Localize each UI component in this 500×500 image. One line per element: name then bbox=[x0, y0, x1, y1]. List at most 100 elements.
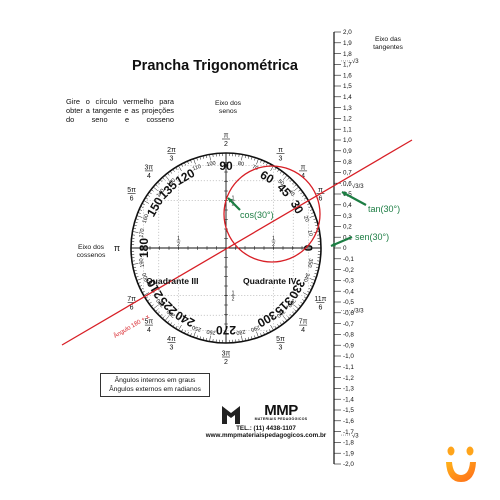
angle-line-label: Ângulo 180 + x bbox=[112, 313, 150, 339]
degree-tick bbox=[181, 329, 184, 332]
rotating-red-circle[interactable] bbox=[223, 165, 321, 263]
minor-degree-label: 20 bbox=[302, 215, 310, 223]
tangent-tick-label: -1,7 bbox=[343, 429, 354, 436]
tangent-tick-label: -1,1 bbox=[343, 364, 354, 371]
degree-tick bbox=[302, 194, 305, 197]
minor-degree-label: 250 bbox=[192, 324, 203, 333]
quadrant-iv-label: Quadrante IV bbox=[243, 276, 297, 286]
radian-denominator: 6 bbox=[318, 305, 322, 312]
degree-tick bbox=[309, 278, 316, 281]
degree-tick bbox=[135, 276, 139, 278]
minor-degree-label: 190 bbox=[139, 258, 147, 268]
radian-denominator: 2 bbox=[224, 359, 228, 366]
radian-numerator: π bbox=[224, 133, 229, 140]
degree-tick bbox=[300, 301, 304, 305]
instructions: Gire o círculo vermelho para obter a tan… bbox=[66, 97, 174, 124]
degree-tick bbox=[145, 197, 149, 200]
brand-tagline: MATERIAIS PEDAGÓGICOS bbox=[254, 417, 308, 421]
degree-tick bbox=[199, 336, 201, 340]
tangent-tick-label: -2,0 bbox=[343, 461, 354, 468]
degree-tick bbox=[256, 331, 259, 338]
radian-numerator: 3π bbox=[222, 351, 231, 358]
tangent-tick-label: 0,2 bbox=[343, 224, 352, 231]
degree-tick bbox=[178, 324, 182, 331]
tangent-tick-label: 0,7 bbox=[343, 170, 352, 177]
tangent-tick-label: -1,3 bbox=[343, 386, 354, 393]
degree-tick bbox=[254, 335, 256, 339]
sine-axis-label: Eixo dos senos bbox=[214, 100, 242, 115]
degree-tick bbox=[132, 263, 139, 265]
tangent-tick-label: 1,1 bbox=[343, 126, 352, 133]
radian-denominator: 3 bbox=[279, 156, 283, 163]
minor-degree-label: 140 bbox=[156, 188, 167, 199]
radian-label: π bbox=[114, 243, 120, 253]
minor-degree-label: 230 bbox=[166, 308, 177, 319]
radian-label: 2π3 bbox=[167, 147, 176, 163]
degree-tick bbox=[294, 184, 297, 187]
degree-tick bbox=[155, 309, 158, 312]
radian-numerator: π bbox=[301, 164, 306, 171]
degree-tick bbox=[241, 154, 243, 161]
degree-tick bbox=[311, 282, 315, 284]
degree-tick bbox=[248, 155, 250, 159]
degree-tick bbox=[193, 331, 196, 338]
degree-tick bbox=[287, 177, 290, 180]
radian-denominator: 6 bbox=[130, 305, 134, 312]
degree-tick bbox=[132, 231, 139, 233]
degree-tick bbox=[142, 290, 145, 293]
minor-degree-label: 130 bbox=[166, 178, 177, 189]
degree-tick bbox=[270, 324, 274, 331]
fraction-denominator: 2 bbox=[232, 297, 235, 303]
projection-grid bbox=[143, 165, 309, 331]
mmp-logo-icon bbox=[222, 406, 240, 424]
degree-tick bbox=[147, 299, 150, 302]
brand-phone: TEL.: (11) 4438-1107 bbox=[236, 425, 296, 432]
half-fraction: 12 bbox=[231, 291, 235, 303]
fraction-denominator: 2 bbox=[177, 242, 180, 248]
degree-tick bbox=[268, 329, 271, 332]
degree-tick bbox=[313, 263, 320, 265]
tangent-tick-label: 1,3 bbox=[343, 105, 352, 112]
legend-box: Ângulos internos em graus Ângulos extern… bbox=[100, 373, 210, 397]
radian-numerator: 3π bbox=[145, 164, 154, 171]
degree-tick bbox=[282, 172, 285, 176]
degree-tick bbox=[162, 177, 165, 180]
page-title: Prancha Trigonométrica bbox=[132, 58, 298, 74]
tangent-tick-label: -1,2 bbox=[343, 375, 354, 382]
degree-tick bbox=[244, 155, 246, 159]
minor-degree-label: 260 bbox=[206, 328, 216, 336]
degree-tick bbox=[309, 285, 313, 287]
degree-tick bbox=[266, 162, 268, 166]
green-arrow-head bbox=[228, 198, 233, 203]
radian-label: 3π4 bbox=[145, 164, 154, 180]
radian-label: 4π3 bbox=[167, 336, 176, 352]
minor-degree-label: 80 bbox=[237, 161, 244, 168]
degree-tick bbox=[260, 333, 262, 337]
degree-tick bbox=[159, 314, 163, 317]
degree-tick bbox=[153, 186, 158, 191]
sen-annotation: sen(30°) bbox=[355, 232, 390, 242]
tangent-tick-label: 1,5 bbox=[343, 83, 352, 90]
degree-tick bbox=[135, 218, 139, 220]
degree-tick bbox=[199, 156, 201, 160]
tangent-tick-label: 0,4 bbox=[343, 202, 352, 209]
degree-tick bbox=[294, 186, 299, 191]
tangent-tick-label: -1,5 bbox=[343, 407, 354, 414]
degree-tick bbox=[209, 154, 211, 161]
degree-tick bbox=[314, 273, 318, 275]
tangent-tick-label: 1,2 bbox=[343, 116, 352, 123]
degree-label: 60 bbox=[258, 168, 277, 187]
degree-tick bbox=[196, 157, 198, 161]
tan-annotation: tan(30°) bbox=[368, 204, 401, 214]
degree-tick bbox=[294, 309, 297, 312]
angle-line[interactable] bbox=[61, 139, 413, 346]
minor-degree-label: 220 bbox=[156, 297, 167, 308]
tangent-tick-label: -1,6 bbox=[343, 418, 354, 425]
radian-denominator: 4 bbox=[147, 173, 151, 180]
degree-tick bbox=[315, 270, 319, 272]
degree-tick bbox=[150, 304, 154, 307]
degree-tick bbox=[162, 316, 165, 319]
degree-tick bbox=[292, 311, 295, 315]
degree-tick bbox=[134, 221, 138, 223]
